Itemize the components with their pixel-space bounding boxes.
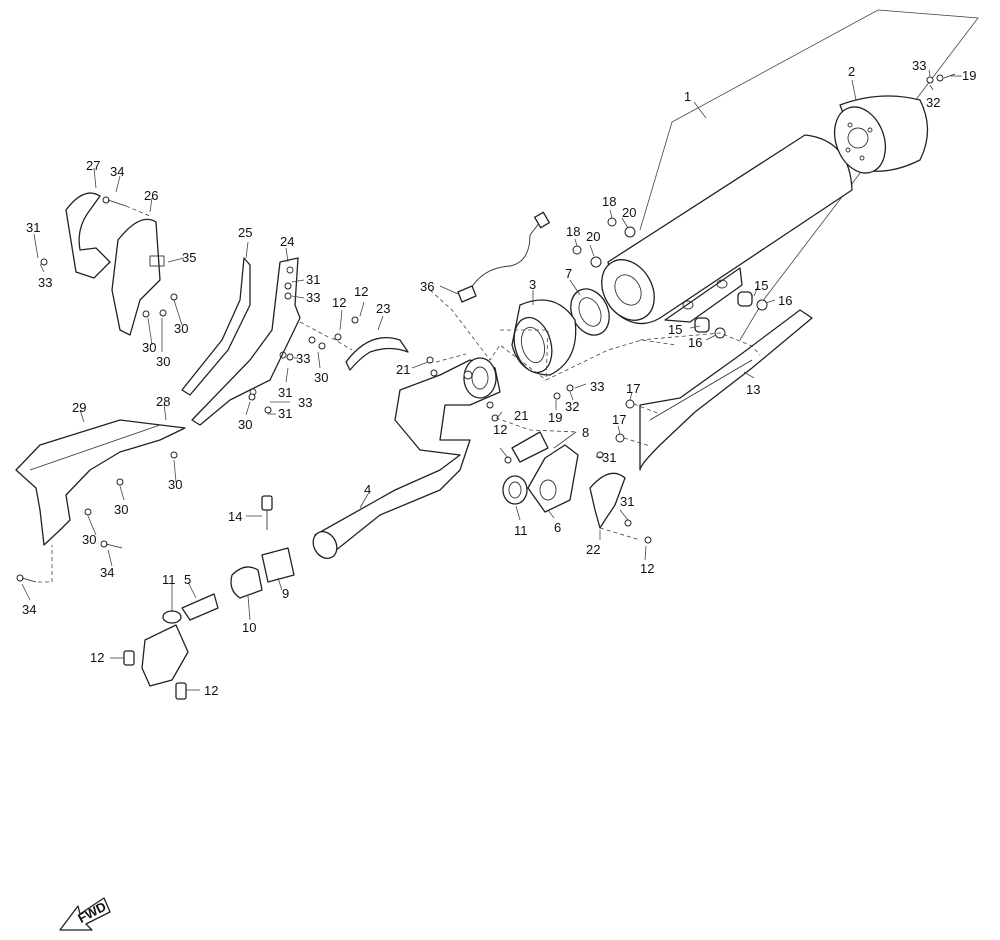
callout-18-a: 18 [602,194,616,209]
callout-15-b: 15 [668,322,682,337]
leader-lines [21,69,962,691]
callout-18-b: 18 [566,224,580,239]
callout-3: 3 [529,277,536,292]
callout-33-top: 33 [912,58,926,73]
callout-23: 23 [376,301,390,316]
callout-27: 27 [86,158,100,173]
callout-25: 25 [238,225,252,240]
callout-30-f: 30 [168,477,182,492]
callout-12-a: 12 [332,295,346,310]
callout-31-d: 31 [26,220,40,235]
callout-35: 35 [182,250,196,265]
callout-31-clamp: 31 [602,450,616,465]
callout-15-a: 15 [754,278,768,293]
callout-21-b: 21 [514,408,528,423]
callout-31-c: 31 [278,406,292,421]
callout-24: 24 [280,234,294,249]
muffler-body [601,134,853,325]
callout-10: 10 [242,620,256,635]
callout-12-f: 12 [204,683,218,698]
callout-12-c: 12 [493,422,507,437]
callout-17-a: 17 [626,381,640,396]
callout-7: 7 [565,266,572,281]
callout-2: 2 [848,64,855,79]
end-cap-fasteners [926,73,956,84]
callout-30-h: 30 [82,532,96,547]
callout-33-a: 33 [306,290,320,305]
lower-parts [123,495,295,700]
callout-31-a: 31 [306,272,320,287]
callout-30-d: 30 [142,340,156,355]
callout-19-mid: 19 [548,410,562,425]
heat-shield-25 [181,257,251,396]
muffler-end-cap [833,95,929,174]
heat-shield-28-29 [15,419,186,546]
callout-13: 13 [746,382,760,397]
flange-part-3 [511,299,577,376]
callout-33-mid: 33 [590,379,604,394]
callout-19-top: 19 [962,68,976,83]
callout-26: 26 [144,188,158,203]
callout-11-right: 11 [514,523,528,538]
clamp-parts [502,431,652,544]
callout-28: 28 [156,394,170,409]
callout-20-a: 20 [622,205,636,220]
callout-32-top: 32 [926,95,940,110]
callout-31-b: 31 [278,385,292,400]
heat-shield-23 [345,336,409,371]
callout-6: 6 [554,520,561,535]
callout-31-lower: 31 [620,494,634,509]
callout-33-b: 33 [296,351,310,366]
callout-34-a: 34 [110,164,124,179]
callout-12-d: 12 [640,561,654,576]
oxygen-sensor [457,211,550,303]
callout-5: 5 [184,572,191,587]
callout-30-c: 30 [174,321,188,336]
callout-30-e: 30 [156,354,170,369]
assorted-bolts [16,196,574,583]
heat-shield-27 [65,192,111,279]
callout-34-b: 34 [100,565,114,580]
callout-16-b: 16 [688,335,702,350]
callout-29: 29 [72,400,86,415]
callout-9: 9 [282,586,289,601]
muffler-bracket [639,309,813,471]
callout-17-b: 17 [612,412,626,427]
callout-33-d: 33 [38,275,52,290]
callout-14: 14 [228,509,242,524]
callout-22: 22 [586,542,600,557]
callout-12-e: 12 [90,650,104,665]
callout-4: 4 [364,482,371,497]
callout-11-left: 11 [162,572,176,587]
callout-numbers: 1 2 33 19 32 18 20 18 20 36 3 7 15 16 15… [22,58,976,698]
callout-30-b: 30 [238,417,252,432]
heat-shield-26 [111,218,165,336]
callout-30-g: 30 [114,502,128,517]
callout-33-c: 33 [298,395,312,410]
fwd-arrow-icon [59,897,111,931]
callout-8: 8 [582,425,589,440]
callout-20-b: 20 [586,229,600,244]
callout-16-a: 16 [778,293,792,308]
callout-36: 36 [420,279,434,294]
callout-21-a: 21 [396,362,410,377]
fwd-label: FWD [75,899,108,926]
muffler-mount-bolts [572,217,636,268]
callout-1: 1 [684,89,691,104]
exhaust-pipe [312,357,501,559]
callout-32-mid: 32 [565,399,579,414]
callout-12-b: 12 [354,284,368,299]
callout-30-a: 30 [314,370,328,385]
callout-34-c: 34 [22,602,36,617]
